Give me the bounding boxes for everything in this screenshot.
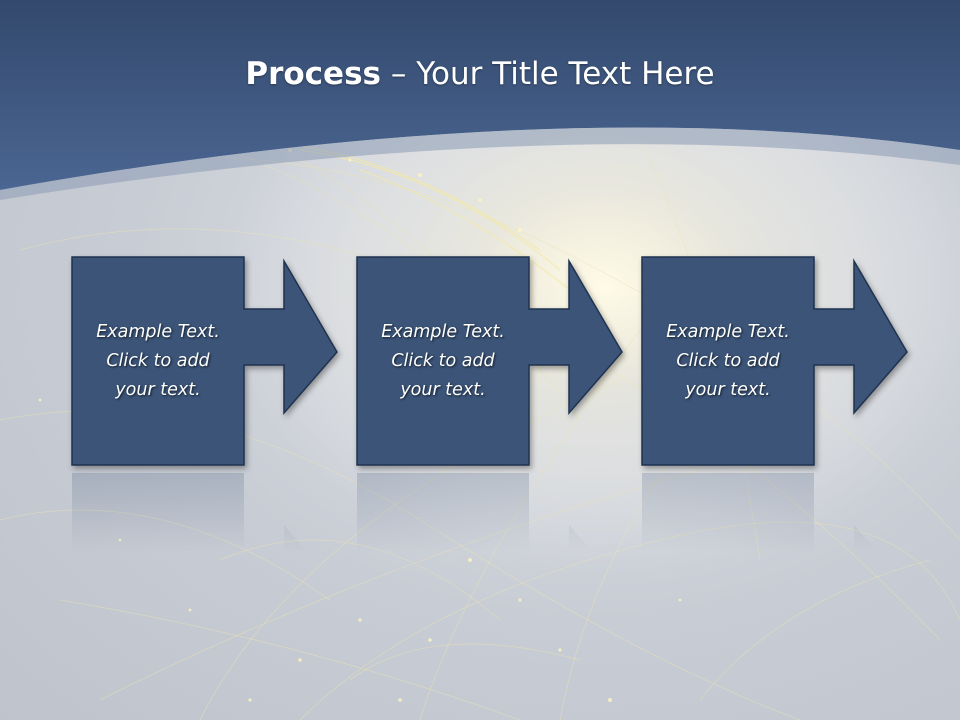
step-1-shape <box>71 256 338 466</box>
step-2-text-box[interactable]: Example Text. Click to add your text. <box>356 256 530 466</box>
step-3-reflection <box>641 472 931 681</box>
step-1-text-box[interactable]: Example Text. Click to add your text. <box>71 256 245 466</box>
title-bold-text: Process <box>245 56 381 92</box>
step-2-shape <box>356 256 623 466</box>
process-step-2[interactable]: Example Text. Click to add your text. <box>356 256 646 468</box>
step-2-text: Example Text. Click to add your text. <box>381 321 505 400</box>
step-3-text: Example Text. Click to add your text. <box>666 321 790 400</box>
title-rest-text: – Your Title Text Here <box>381 56 715 92</box>
step-1-reflection <box>71 472 361 681</box>
step-3-shape <box>641 256 908 466</box>
slide-title[interactable]: Process – Your Title Text Here <box>0 52 960 96</box>
process-step-1[interactable]: Example Text. Click to add your text. <box>71 256 361 468</box>
process-step-3[interactable]: Example Text. Click to add your text. <box>641 256 931 468</box>
step-1-text: Example Text. Click to add your text. <box>96 321 220 400</box>
step-3-text-box[interactable]: Example Text. Click to add your text. <box>641 256 815 466</box>
step-2-reflection <box>356 472 646 681</box>
